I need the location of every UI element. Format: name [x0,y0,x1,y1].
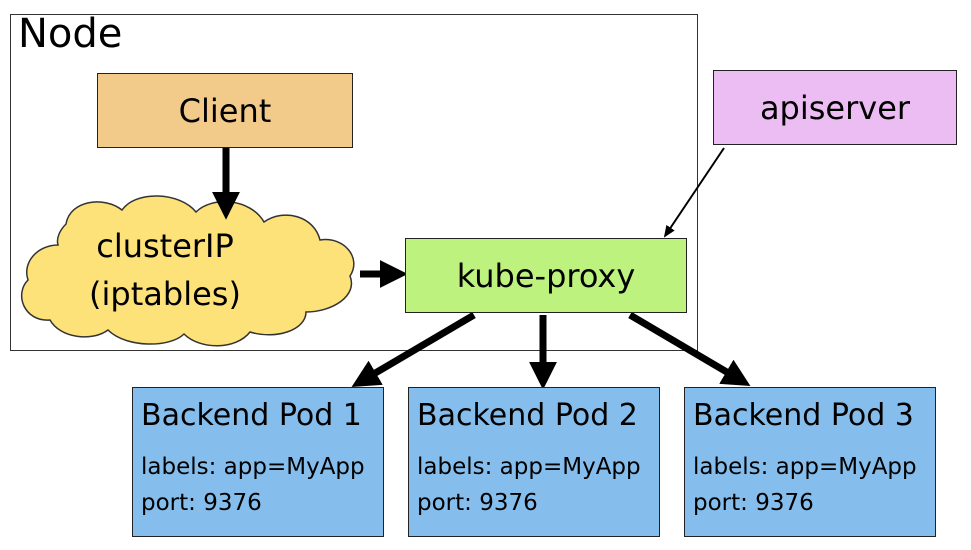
pod-port: port: 9376 [141,490,262,516]
node-title: Node [18,11,123,57]
pod-port: port: 9376 [693,490,814,516]
arrow-kube-proxy-to-pod-1 [351,311,476,387]
arrow-apiserver-to-kube-proxy [663,147,725,238]
pod-title: Backend Pod 2 [417,398,638,433]
backend-pod-1: Backend Pod 1 labels: app=MyApp port: 93… [132,387,384,537]
client-label: Client [178,91,272,130]
apiserver-label: apiserver [759,88,911,127]
pod-labels: labels: app=MyApp [141,454,365,480]
pod-labels: labels: app=MyApp [693,454,917,480]
cluster-ip-cloud [20,195,355,347]
arrow-kube-proxy-to-pod-3 [628,311,751,386]
pod-port: port: 9376 [417,490,538,516]
client-box: Client [97,73,353,148]
pod-title: Backend Pod 3 [693,398,914,433]
apiserver-box: apiserver [713,70,957,145]
cluster-ip-label: clusterIP [96,227,234,265]
kube-proxy-box: kube-proxy [405,238,687,313]
backend-pod-2: Backend Pod 2 labels: app=MyApp port: 93… [408,387,660,537]
kube-proxy-label: kube-proxy [456,256,636,295]
pod-title: Backend Pod 1 [141,398,362,433]
iptables-label: (iptables) [89,275,241,313]
pod-labels: labels: app=MyApp [417,454,641,480]
node-frame [10,14,698,351]
backend-pod-3: Backend Pod 3 labels: app=MyApp port: 93… [684,387,936,537]
